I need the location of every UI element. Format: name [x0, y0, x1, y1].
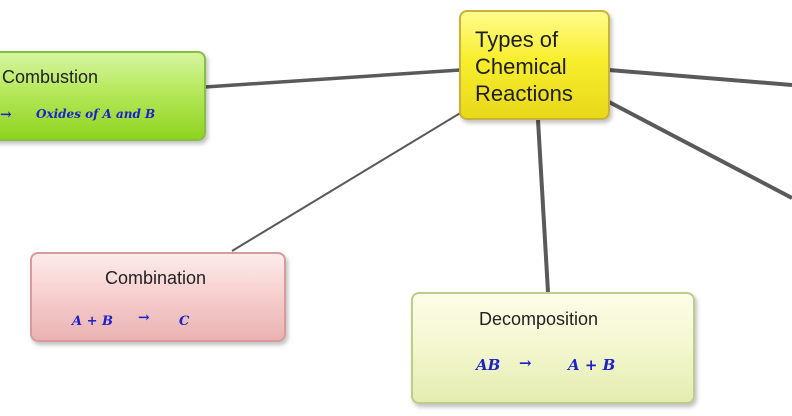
topic-combination[interactable]: Combination A + B → C — [30, 252, 286, 342]
combination-product: C — [179, 314, 190, 329]
central-topic-title: Types of Chemical Reactions — [475, 27, 573, 106]
connector-combination — [231, 111, 463, 252]
decomposition-title: Decomposition — [479, 309, 599, 329]
topic-decomposition[interactable]: Decomposition AB → A + B — [411, 292, 695, 404]
combustion-product: Oxides of A and B — [36, 107, 156, 121]
connector-combustion — [204, 68, 461, 89]
connector-decomposition — [536, 119, 550, 293]
decomposition-products: A + B — [568, 356, 616, 374]
connector-offscreen-lower-right — [608, 100, 792, 200]
combination-arrow: → — [138, 310, 150, 326]
decomposition-arrow: → — [519, 354, 532, 372]
central-topic[interactable]: Types of Chemical Reactions — [459, 10, 610, 120]
topic-combustion[interactable]: Combustion → Oxides of A and B — [0, 51, 206, 141]
connector-offscreen-upper-right — [608, 68, 792, 87]
combustion-title: Combustion — [2, 67, 99, 87]
combustion-arrow: → — [0, 107, 12, 123]
decomposition-reactant: AB — [476, 356, 501, 374]
combination-title: Combination — [105, 268, 207, 288]
combination-reactants: A + B — [72, 314, 114, 329]
